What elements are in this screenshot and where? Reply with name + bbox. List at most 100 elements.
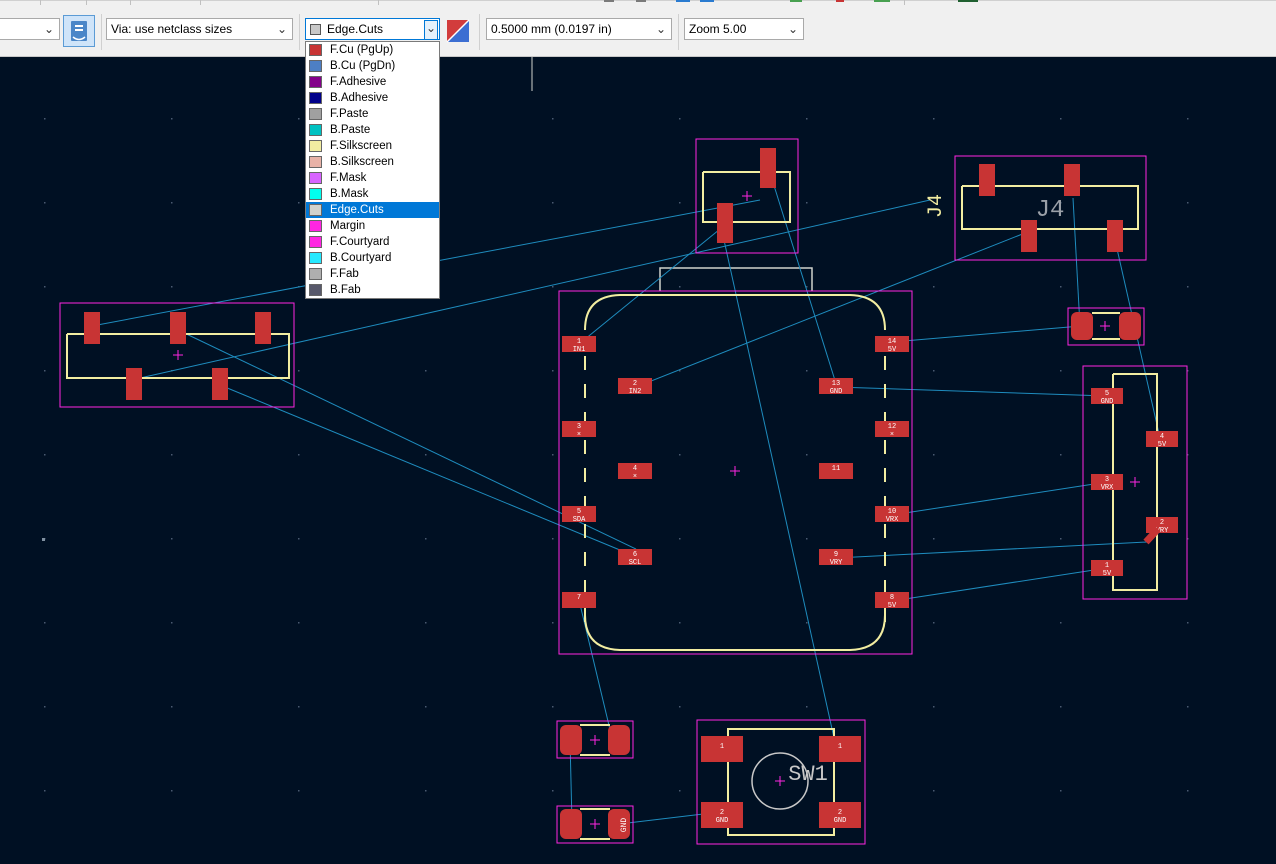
layer-option[interactable]: F.Paste: [306, 106, 439, 122]
layer-option[interactable]: B.Adhesive: [306, 90, 439, 106]
grid-dot: [552, 790, 554, 792]
layer-color-swatch: [309, 188, 322, 200]
via-size-select[interactable]: Via: use netclass sizes: [106, 18, 293, 40]
grid-dot: [44, 286, 46, 288]
courtyard-left-connector: [59, 302, 295, 408]
layer-option[interactable]: Margin: [306, 218, 439, 234]
grid-dot: [425, 790, 427, 792]
layer-option-label: F.Fab: [330, 268, 359, 280]
silkscreen-ic-bottom: [584, 614, 886, 651]
layer-option[interactable]: B.Courtyard: [306, 250, 439, 266]
pad-number: 6: [633, 551, 637, 559]
grid-dot: [171, 202, 173, 204]
layer-option[interactable]: B.Paste: [306, 122, 439, 138]
layer-option[interactable]: Edge.Cuts: [306, 202, 439, 218]
grid-dot: [1060, 118, 1062, 120]
fab-reference-j4: J4: [1036, 197, 1065, 224]
pad: [819, 802, 861, 828]
grid-dot: [298, 370, 300, 372]
grid-dot: [1060, 454, 1062, 456]
layer-option-label: B.Silkscreen: [330, 156, 394, 168]
layer-pair-button[interactable]: [446, 19, 470, 43]
layer-color-swatch: [309, 140, 322, 152]
grid-dot: [933, 790, 935, 792]
toolbar-separator: [101, 14, 102, 50]
grid-dot: [1060, 202, 1062, 204]
grid-dot: [552, 286, 554, 288]
layer-option-label: Edge.Cuts: [330, 204, 384, 216]
grid-select[interactable]: 0.5000 mm (0.0197 in): [486, 18, 672, 40]
grid-value: 0.5000 mm (0.0197 in): [491, 22, 612, 36]
layer-option[interactable]: B.Fab: [306, 282, 439, 298]
layer-option[interactable]: F.Adhesive: [306, 74, 439, 90]
pad: [819, 463, 853, 479]
ratsnest-line: [635, 230, 1031, 388]
chevron-down-icon: [424, 20, 438, 40]
grid-dot: [44, 622, 46, 624]
grid-dot: [298, 622, 300, 624]
pad: [608, 809, 630, 839]
pad-number: 1: [720, 743, 724, 751]
silkscreen-sw1: [727, 728, 835, 836]
pad-number: 12: [888, 423, 896, 431]
pad-number: 13: [832, 380, 840, 388]
grid-dot: [1060, 706, 1062, 708]
grid-dot: [298, 706, 300, 708]
layer-option[interactable]: B.Silkscreen: [306, 154, 439, 170]
pad-number: 2: [1160, 519, 1164, 527]
grid-dot: [1187, 370, 1189, 372]
grid-dot: [1187, 202, 1189, 204]
layer-option[interactable]: F.Silkscreen: [306, 138, 439, 154]
ratsnest-line: [835, 541, 1148, 559]
grid-dot: [44, 790, 46, 792]
pad: [1071, 312, 1093, 340]
pad: [618, 378, 652, 394]
canvas-background: [0, 57, 1276, 864]
grid-dot: [1060, 370, 1062, 372]
main-toolbar: Via: use netclass sizes Edge.Cuts 0.5000…: [0, 0, 1276, 57]
pad-number: 11: [832, 465, 840, 473]
layer-option[interactable]: F.Cu (PgUp): [306, 42, 439, 58]
pad: [875, 592, 909, 608]
pad-number: 10: [888, 508, 896, 516]
layer-color-swatch: [309, 268, 322, 280]
pad: [819, 549, 853, 565]
pad: [562, 592, 596, 608]
ratsnest-line: [891, 481, 1108, 516]
grid-dot: [171, 286, 173, 288]
toolbar-separator: [678, 14, 679, 50]
pad-net-label: SDA: [573, 516, 586, 524]
layer-option[interactable]: F.Mask: [306, 170, 439, 186]
grid-dot: [679, 286, 681, 288]
layer-color-swatch: [309, 204, 322, 216]
track-width-select[interactable]: [0, 18, 60, 40]
auto-track-width-button[interactable]: [63, 15, 95, 47]
layer-option-label: F.Paste: [330, 108, 369, 120]
pad: [212, 368, 228, 400]
pad: [875, 506, 909, 522]
silkscreen-ic-top: [584, 294, 886, 331]
grid-dot: [298, 118, 300, 120]
chevron-down-icon: [655, 22, 667, 36]
layer-option[interactable]: B.Mask: [306, 186, 439, 202]
layer-option-label: B.Cu (PgDn): [330, 60, 396, 72]
pad-net-label: VRY: [1156, 527, 1169, 535]
layer-option[interactable]: F.Fab: [306, 266, 439, 282]
pad: [560, 809, 582, 839]
layer-pair-icon: [446, 19, 470, 43]
grid-dot: [679, 538, 681, 540]
grid-dot: [933, 118, 935, 120]
zoom-select[interactable]: Zoom 5.00: [684, 18, 804, 40]
grid-dot: [1060, 286, 1062, 288]
layer-option-label: B.Courtyard: [330, 252, 392, 264]
layer-option[interactable]: B.Cu (PgDn): [306, 58, 439, 74]
courtyard-small-1: [556, 720, 634, 759]
pad-net-label: IN1: [573, 346, 586, 354]
ratsnest-line: [770, 175, 839, 391]
layer-option[interactable]: F.Courtyard: [306, 234, 439, 250]
layer-select[interactable]: Edge.Cuts: [305, 18, 440, 40]
grid-dot: [806, 202, 808, 204]
grid-dot: [298, 538, 300, 540]
